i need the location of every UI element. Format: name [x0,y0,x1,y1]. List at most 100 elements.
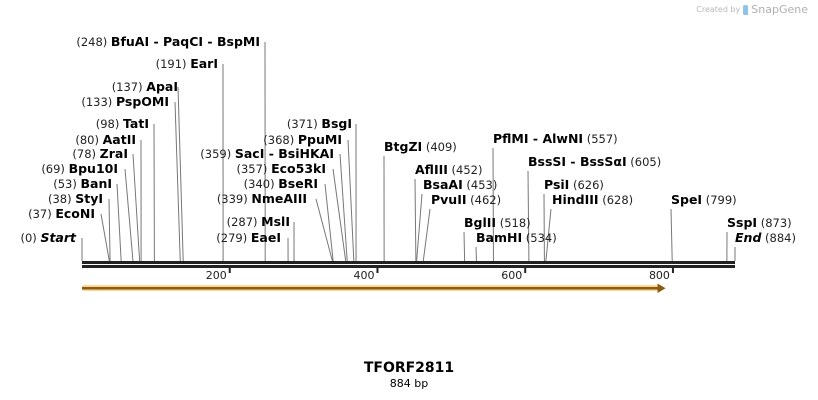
enzyme-name: MslI [261,214,290,229]
tick-label: 600 [501,269,522,282]
enzyme-label: End (884) [735,230,796,245]
enzyme-name: AlwNI [542,131,583,146]
site-position: (518) [496,216,531,230]
enzyme-name: BfuAI [111,34,149,49]
enzyme-name: ApaI [146,79,178,94]
cut-site-line [332,168,347,262]
enzyme-label: (69) Bpu10I [41,161,118,176]
enzyme-name: End [735,230,762,245]
enzyme-name: PaqCI [163,34,203,49]
site-position: (340) [244,177,279,191]
enzyme-name: NmeAIII [251,191,307,206]
site-position: (0) [20,231,40,245]
enzyme-name: HindIII [552,192,599,207]
enzyme-label: BtgZI (409) [384,139,457,154]
tick-mark [524,267,527,273]
snapgene-logo-icon [743,4,749,15]
enzyme-name: BtgZI [384,139,422,154]
site-position: (38) [48,192,75,206]
enzyme-label: HindIII (628) [552,192,633,207]
site-position: (80) [75,133,102,147]
enzyme-label: (340) BseRI [244,176,318,191]
enzyme-label: SspI (873) [727,215,792,230]
tick-mark [376,267,379,273]
enzyme-label: (359) SacI - BsiHKAI [200,146,334,161]
site-position: (339) [217,192,252,206]
site-position: (799) [702,193,737,207]
enzyme-name: BspMI [217,34,260,49]
snapgene-credit: Created by SnapGene [696,3,808,16]
cut-site-line [100,213,110,262]
site-position: (605) [627,155,662,169]
enzyme-name: BamHI [476,230,522,245]
enzyme-name: AflIII [415,162,448,177]
site-position: (98) [96,117,123,131]
enzyme-name: PvuII [431,192,467,207]
enzyme-name: BglII [464,215,496,230]
site-position: (248) [76,35,111,49]
cut-site-line [414,178,417,262]
enzyme-name: ZraI [100,146,128,161]
site-position: (191) [156,57,191,71]
site-position: (409) [422,140,457,154]
enzyme-label: PsiI (626) [544,177,604,192]
tick-mark [228,267,231,273]
tick-label: 200 [206,269,227,282]
enzyme-name: BsaAI [423,177,463,192]
cut-site-line [315,198,333,262]
cut-site-line [132,153,141,262]
enzyme-label: (279) EaeI [216,230,281,245]
site-position: (462) [467,193,502,207]
enzyme-label: (38) StyI [48,191,103,206]
enzyme-name: BsiHKAI [278,146,334,161]
site-position: (69) [41,162,68,176]
site-position: (78) [72,147,99,161]
backbone-bottom-strand [82,265,735,268]
separator: - [149,34,163,49]
site-position: (137) [112,80,147,94]
enzyme-label: (339) NmeAIII [217,191,307,206]
site-position: (357) [237,162,272,176]
separator: - [264,146,278,161]
cut-site-line [108,198,111,262]
enzyme-name: Start [40,230,77,245]
sequence-title: TFORF2811 [363,360,455,376]
enzyme-label: PflMI - AlwNI (557) [493,131,618,146]
site-position: (371) [287,117,322,131]
site-position: (279) [216,231,251,245]
enzyme-name: AatII [103,132,136,147]
tick-label: 800 [649,269,670,282]
enzyme-name: PpuMI [298,132,342,147]
enzyme-name: SspI [727,215,757,230]
enzyme-label: (37) EcoNI [28,206,95,221]
enzyme-name: StyI [75,191,103,206]
site-position: (873) [757,216,792,230]
site-position: (287) [227,215,262,229]
site-position: (452) [448,163,483,177]
enzyme-name: Bpu10I [69,161,118,176]
enzyme-label: (248) BfuAI - PaqCI - BspMI [76,34,260,49]
enzyme-label: BsaAI (453) [423,177,497,192]
site-position: (628) [599,193,634,207]
enzyme-label: AflIII (452) [415,162,483,177]
enzyme-name: EcoNI [55,206,95,221]
cut-site-line [527,170,530,262]
cut-site-line [422,208,431,262]
cut-site-line [116,183,122,262]
cut-site-line [177,86,184,262]
site-position: (37) [28,207,55,221]
site-position: (534) [522,231,557,245]
enzyme-label: PvuII (462) [431,192,501,207]
cut-site-line [670,208,673,262]
cut-site-line [416,193,423,262]
enzyme-name: TatI [123,116,149,131]
enzyme-label: (357) Eco53kI [237,161,327,176]
separator: - [203,34,217,49]
separator: - [529,131,543,146]
separator: - [566,154,580,169]
enzyme-name: BssSI [528,154,566,169]
site-position: (133) [81,95,116,109]
cut-site-line [463,231,466,262]
enzyme-label: (287) MslI [227,214,290,229]
